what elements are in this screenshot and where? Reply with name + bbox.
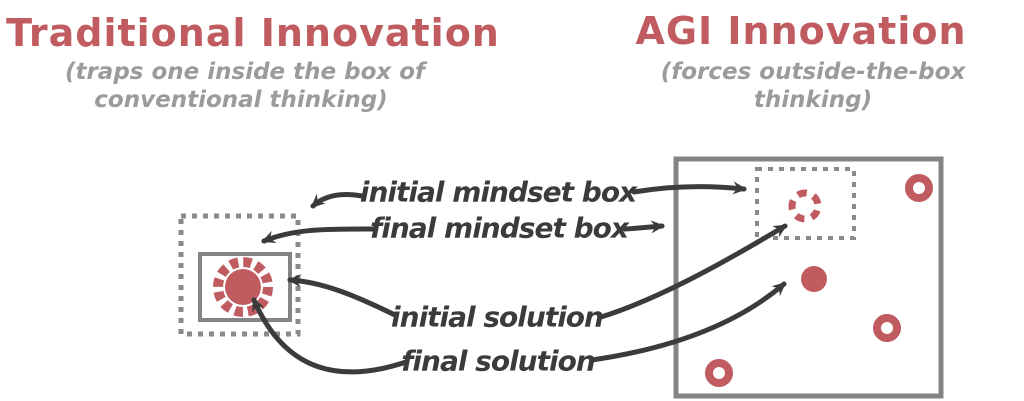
initial-solution-dashed-ring-icon	[213, 257, 273, 317]
label-final-solution: final solution	[401, 344, 596, 378]
label-initial-solution: initial solution	[391, 300, 604, 334]
final-solution-dot-icon	[801, 266, 827, 292]
trapped-solution-gear-icon	[213, 257, 273, 317]
left-panel-subtitle-line2: conventional thinking)	[94, 87, 388, 113]
left-panel-title: Traditional Innovation	[6, 11, 500, 55]
label-final-mindset-box: final mindset box	[370, 211, 629, 245]
idea-donut-dot-mid-right-icon	[873, 314, 901, 342]
left-panel-subtitle-line1: (traps one inside the box of	[64, 59, 426, 85]
final-solution-circle-icon	[225, 269, 261, 305]
arrow-initial-solution-to-left-gear	[287, 274, 398, 318]
right-panel-subtitle-line2: thinking)	[753, 87, 873, 113]
initial-solution-dashed-dot-icon	[788, 189, 822, 223]
idea-donut-dot-top-right-icon	[905, 174, 933, 202]
arrow-final-mindset-to-right-big-box	[622, 220, 665, 234]
annotation-arrows	[251, 181, 788, 375]
idea-donut-dot-bottom-left-icon	[705, 359, 733, 387]
arrow-final-solution-to-left-circle	[251, 297, 409, 375]
right-panel-title: AGI Innovation	[635, 9, 967, 53]
final-mindset-box-right-icon	[673, 156, 944, 399]
arrow-initial-solution-to-right-dashed-dot	[598, 223, 788, 320]
agi-diagram	[673, 156, 944, 399]
arrow-initial-mindset-to-right-stamp-box	[631, 181, 747, 195]
arrow-final-mindset-to-left-inner-box	[261, 226, 379, 244]
arrow-initial-mindset-to-left-box	[310, 191, 365, 209]
initial-mindset-box-right-icon	[755, 167, 856, 240]
label-initial-mindset-box: initial mindset box	[359, 175, 637, 209]
right-panel-subtitle-line1: (forces outside-the-box	[660, 59, 966, 85]
arrow-final-solution-to-right-dot	[589, 281, 787, 363]
